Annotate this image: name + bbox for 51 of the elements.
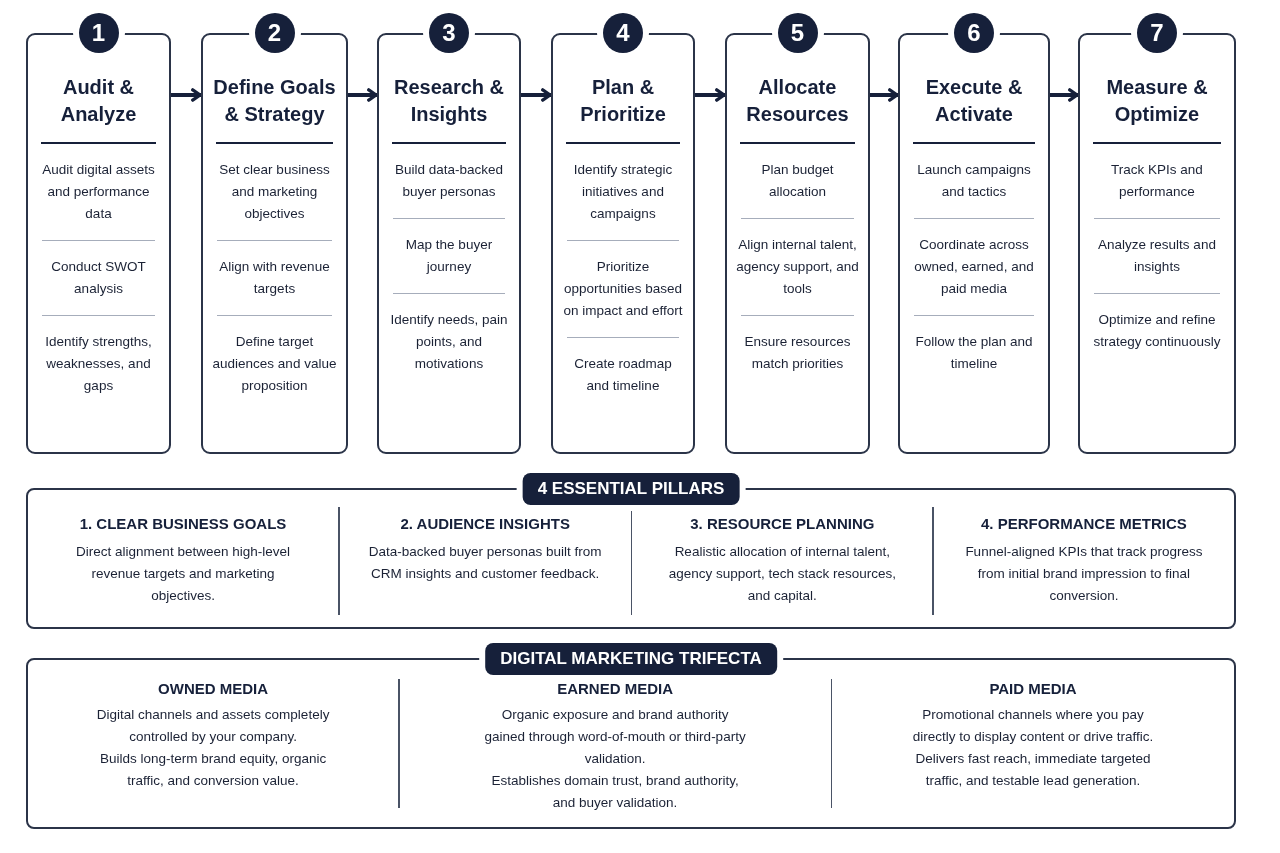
step-description: Build data-backed buyer personas [393,161,505,201]
pillar-heading: 3. RESOURCE PLANNING [690,514,875,534]
media-description: Establishes domain trust, brand authority, and buyer validation. [490,772,740,812]
step-title: Plan & Prioritize [579,75,667,127]
arrow [695,88,726,102]
step-title: Define Goals & Strategy [212,75,337,127]
step-description: Align with revenue targets [218,258,331,298]
step-title: Execute & Activate [924,75,1024,127]
pillar-heading: 2. AUDIENCE INSIGHTS [400,514,570,534]
pillar-description: Direct alignment between high-level revenue targets and marketing objectives. [75,543,291,605]
step-description: Plan budget allocation [760,161,835,201]
step-title: Allocate Resources [745,75,850,127]
media-description: Delivers fast reach, immediate targeted traffic, and testable lead generation. [914,750,1152,790]
media-description: Digital channels and assets completely controlled by your company. [95,706,331,746]
pillar-description: Realistic allocation of internal talent, agency support, tech stack resources, and capital. [667,543,897,605]
step-description: Ensure resources match priorities [743,333,852,373]
step-description: Analyze results and insights [1097,236,1217,276]
step-description: Set clear business and marketing objectives [218,161,331,223]
pillar-description: Data-backed buyer personas built from CRM insights and customer feedback. [367,543,603,583]
pillar-heading: 1. CLEAR BUSINESS GOALS [79,514,287,534]
step-description: Identify needs, pain points, and motivations [389,311,509,373]
step-description: Track KPIs and performance [1110,161,1204,201]
step-description: Identify strategic initiatives and campaigns [572,161,674,223]
arrow [1050,88,1079,102]
media-heading: PAID MEDIA [989,679,1077,699]
media-description: Organic exposure and brand authority gained through word-of-mouth or third-party validation. [484,706,747,768]
step-title: Audit & Analyze [59,75,138,127]
step-description: Identify strengths, weaknesses, and gaps [44,333,153,395]
step-title: Measure & Optimize [1105,75,1209,127]
step-description: Conduct SWOT analysis [50,258,147,298]
step-description: Prioritize opportunities based on impact and effort [562,258,684,320]
step-description: Define target audiences and value proposition [212,333,337,395]
step-description: Coordinate across owned, earned, and paid media [913,236,1035,298]
arrow [870,88,899,102]
pillar-description: Funnel-aligned KPIs that track progress from initial brand impression to final conversion. [964,543,1203,605]
step-description: Optimize and refine strategy continuously [1092,311,1222,351]
arrow [521,88,552,102]
step-title: Research & Insights [392,75,506,127]
step-description: Create roadmap and timeline [573,355,673,395]
media-description: Builds long-term brand equity, organic traffic, and conversion value. [98,750,328,790]
media-description: Promotional channels where you pay directly to display content or drive traffic. [911,706,1155,746]
step-description: Map the buyer journey [404,236,494,276]
step-description: Launch campaigns and tactics [916,161,1032,201]
arrow [171,88,202,102]
step-description: Audit digital assets and performance data [41,161,156,223]
step-description: Align internal talent, agency support, and tools [736,236,859,298]
pillar-heading: 4. PERFORMANCE METRICS [981,514,1187,534]
arrow [348,88,378,102]
step-description: Follow the plan and timeline [914,333,1034,373]
media-heading: OWNED MEDIA [158,679,269,699]
media-heading: EARNED MEDIA [557,679,673,699]
